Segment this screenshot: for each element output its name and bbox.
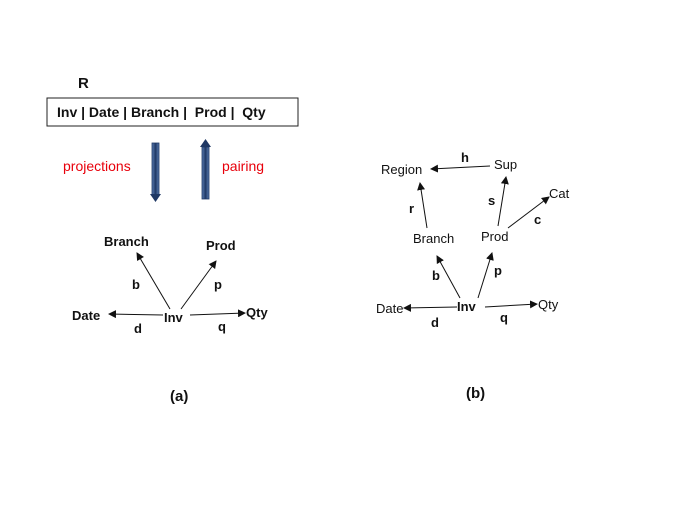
edge-label-q: q <box>500 310 508 325</box>
edge-inv-branch <box>136 252 171 310</box>
edge-prod-cat <box>507 196 550 229</box>
edge-label-p: p <box>494 263 502 278</box>
node-region: Region <box>381 162 422 177</box>
node-cat: Cat <box>549 186 570 201</box>
relation-name: R <box>78 75 89 92</box>
node-prod: Prod <box>206 238 236 253</box>
edge-inv-prod <box>477 252 494 299</box>
node-date: Date <box>376 301 403 316</box>
node-date: Date <box>72 308 100 323</box>
edge-label-d: d <box>431 315 439 330</box>
node-qty: Qty <box>538 297 559 312</box>
relation-schema-box <box>46 97 299 127</box>
panel-b: Region Sup Cat Branch Prod Date Qty Inv … <box>376 150 570 402</box>
relation-schema: Inv | Date | Branch | Prod | Qty <box>57 104 266 120</box>
edge-inv-prod <box>180 260 217 310</box>
caption-a: (a) <box>170 388 188 405</box>
edge-inv-date <box>403 303 458 312</box>
edge-inv-qty <box>484 300 538 309</box>
edge-label-h: h <box>461 150 469 165</box>
edge-label-d: d <box>134 321 142 336</box>
caption-b: (b) <box>466 385 485 402</box>
edge-label-c: c <box>534 212 541 227</box>
node-qty: Qty <box>246 305 268 320</box>
node-inv: Inv <box>164 310 184 325</box>
pairing-label: pairing <box>222 158 264 174</box>
edge-inv-date <box>108 310 164 319</box>
edge-branch-region <box>417 182 428 229</box>
edge-sup-region <box>430 164 491 173</box>
edge-prod-sup <box>497 176 509 227</box>
node-sup: Sup <box>494 157 517 172</box>
node-branch: Branch <box>104 234 149 249</box>
edge-label-r: r <box>409 201 414 216</box>
edge-label-q: q <box>218 319 226 334</box>
edge-inv-qty <box>189 309 246 318</box>
node-inv: Inv <box>457 299 477 314</box>
edge-label-b: b <box>432 268 440 283</box>
projections-label: projections <box>63 158 131 174</box>
node-branch: Branch <box>413 231 454 246</box>
edge-label-p: p <box>214 277 222 292</box>
node-prod: Prod <box>481 229 508 244</box>
panel-a: R Inv | Date | Branch | Prod | Qty proje… <box>46 75 299 405</box>
edge-label-s: s <box>488 193 495 208</box>
pairing-arrow <box>200 139 211 200</box>
projections-arrow <box>150 142 161 202</box>
edge-label-b: b <box>132 277 140 292</box>
edge-inv-branch <box>436 255 461 299</box>
